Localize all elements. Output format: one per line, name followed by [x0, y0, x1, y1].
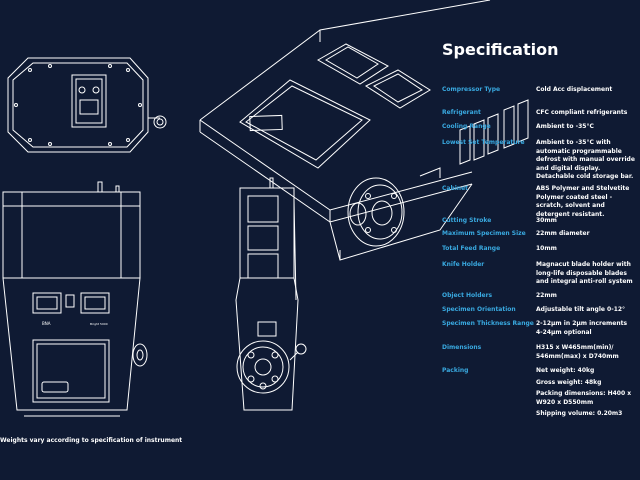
spec-value: 10mm — [536, 245, 636, 254]
spec-value-line: 4-24μm optional — [536, 328, 592, 336]
spec-value-line: Magnacut blade holder with long-life dis… — [536, 261, 633, 285]
front-view-drawing: BNA Bright 5000 — [2, 181, 148, 417]
spec-value: Ambient to -35°C — [536, 123, 636, 132]
spec-label: Cabinet — [442, 185, 469, 192]
spec-value: Ambient to -35°C with automatic programm… — [536, 139, 636, 182]
spec-value-line: Shipping volume: 0.20m3 — [536, 410, 623, 417]
front-badge: BNA — [42, 321, 51, 326]
spec-value-line: Net weight: 40kg — [536, 367, 595, 374]
spec-value: 2-12μm in 2μm increments 4-24μm optional — [536, 320, 636, 337]
spec-value: Cold Acc displacement — [536, 86, 636, 95]
spec-label: Total Feed Range — [442, 245, 501, 252]
spec-value-line: H315 x W465mm(min)/ 546mm(max) x D740mm — [536, 344, 619, 360]
spec-label: Object Holders — [442, 292, 493, 299]
spec-value-line: Ambient to -35°C with automatic programm… — [536, 139, 635, 180]
spec-value: Magnacut blade holder with long-life dis… — [536, 261, 636, 287]
spec-value: H315 x W465mm(min)/ 546mm(max) x D740mm — [536, 344, 636, 361]
spec-value-line: 30mm — [536, 217, 557, 224]
spec-value-line: 22mm diameter — [536, 230, 590, 237]
spec-label: Knife Holder — [442, 261, 485, 268]
spec-value-line: 10mm — [536, 245, 557, 252]
spec-label: Cutting Stroke — [442, 217, 492, 224]
spec-value: 22mm — [536, 292, 636, 301]
spec-value-line: 2-12μm in 2μm increments — [536, 320, 628, 327]
spec-label: Compressor Type — [442, 86, 501, 93]
side-view-drawing — [235, 177, 307, 411]
spec-value-line: Adjustable tilt angle 0-12° — [536, 306, 626, 313]
spec-value: 30mm — [536, 217, 636, 226]
spec-label: Cooling Range — [442, 123, 491, 130]
spec-value-line: ABS Polymer and Stelvetite Polymer coate… — [536, 185, 630, 218]
top-view-drawing — [7, 57, 167, 153]
spec-value-line: Packing dimensions: H400 x W920 x D550mm — [536, 390, 632, 406]
footnote: Weights vary according to specification … — [0, 437, 183, 444]
page-title: Specification — [442, 40, 559, 59]
spec-label: Packing — [442, 367, 469, 374]
spec-value: 22mm diameter — [536, 230, 636, 239]
spec-label: Specimen Thickness Range — [442, 320, 534, 327]
spec-label: Dimensions — [442, 344, 482, 351]
spec-value-line: CFC compliant refrigerants — [536, 109, 628, 116]
spec-value: CFC compliant refrigerants — [536, 109, 636, 118]
spec-value-line: 22mm — [536, 292, 557, 299]
spec-value-line: Gross weight: 48kg — [536, 378, 602, 386]
spec-label: Maximum Specimen Size — [442, 230, 526, 237]
front-model: Bright 5000 — [90, 322, 108, 326]
spec-label: Lowest Set Temperature — [442, 139, 525, 146]
spec-value: Net weight: 40kg Gross weight: 48kg Pack… — [536, 367, 636, 419]
isometric-view-drawing — [199, 0, 529, 261]
spec-value-line: Ambient to -35°C — [536, 123, 594, 130]
spec-value-line: Cold Acc displacement — [536, 86, 613, 93]
spec-label: Specimen Orientation — [442, 306, 516, 313]
spec-value: Adjustable tilt angle 0-12° — [536, 306, 636, 315]
spec-label: Refrigerant — [442, 109, 481, 116]
spec-value: ABS Polymer and Stelvetite Polymer coate… — [536, 185, 636, 219]
